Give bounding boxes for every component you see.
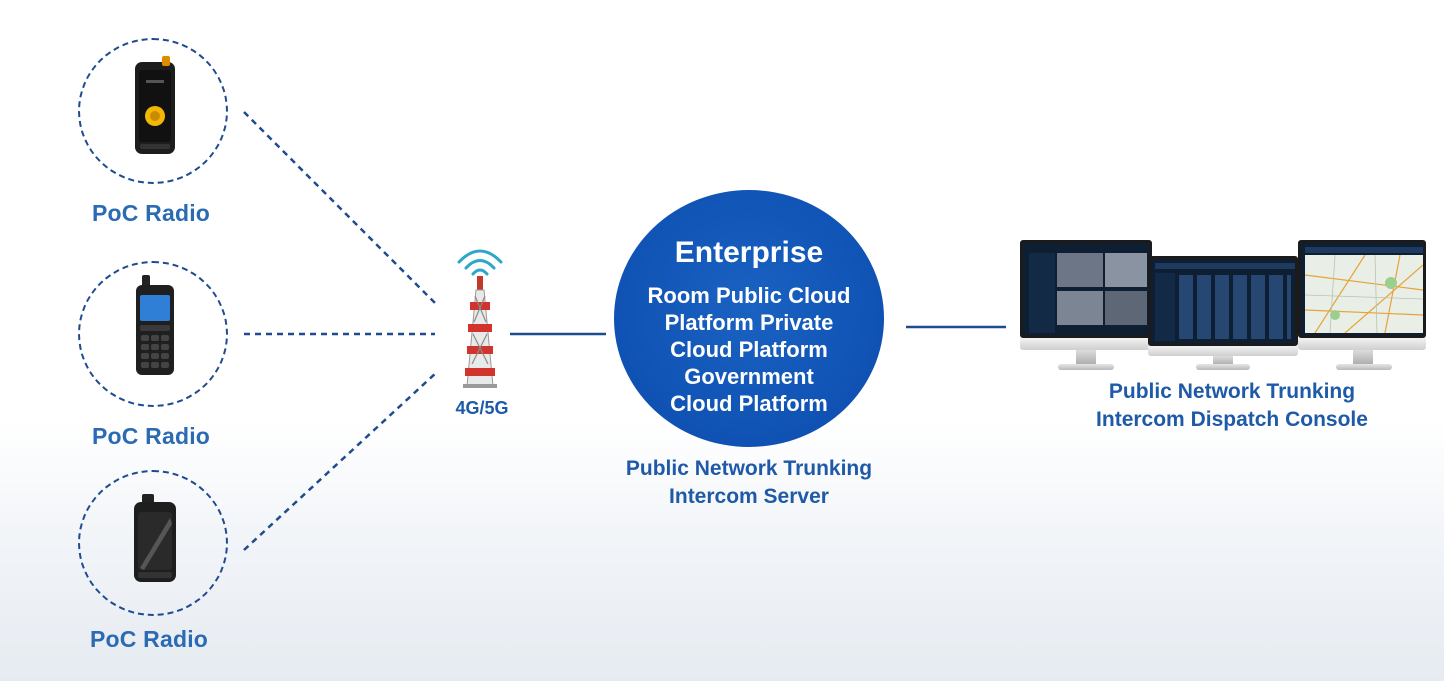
server-caption: Public Network Trunking Intercom Server [594, 455, 904, 511]
monitor-center-screen [1148, 256, 1298, 346]
server-line-1: Room Public Cloud [647, 283, 851, 308]
dispatch-monitors-icon [1018, 236, 1428, 376]
device-label-1: PoC Radio [91, 200, 211, 226]
device-label-3: PoC Radio [89, 626, 209, 652]
link-radio-3-tower [243, 371, 438, 551]
device-circle-2 [78, 261, 228, 407]
smartphone-radio-icon [135, 56, 175, 154]
cell-tower-icon [457, 249, 503, 388]
server-circle: Enterprise Room Public Cloud Platform Pr… [614, 190, 884, 447]
device-circle-3 [78, 470, 228, 616]
server-title: Enterprise [674, 236, 824, 269]
device-label-2: PoC Radio [91, 423, 211, 449]
server-line-5: Cloud Platform [670, 391, 828, 416]
server-line-4: Government [684, 364, 814, 389]
tower-label: 4G/5G [455, 398, 509, 418]
console-caption-line-1: Public Network Trunking [1108, 380, 1356, 403]
console-caption-line-2: Intercom Dispatch Console [1096, 408, 1368, 431]
server-caption-line-1: Public Network Trunking [625, 457, 873, 480]
server-line-3: Cloud Platform [670, 337, 828, 362]
rugged-radio-icon [134, 494, 176, 582]
console-caption: Public Network Trunking Intercom Dispatc… [1060, 378, 1404, 434]
keypad-radio-icon [136, 275, 174, 375]
link-radio-1-tower [243, 111, 438, 306]
server-line-2: Platform Private [664, 310, 834, 335]
map-icon [1305, 255, 1423, 333]
device-circle-1 [78, 38, 228, 184]
monitor-left-screen [1020, 240, 1152, 338]
server-caption-line-2: Intercom Server [669, 485, 829, 508]
monitor-right-screen [1298, 240, 1426, 338]
